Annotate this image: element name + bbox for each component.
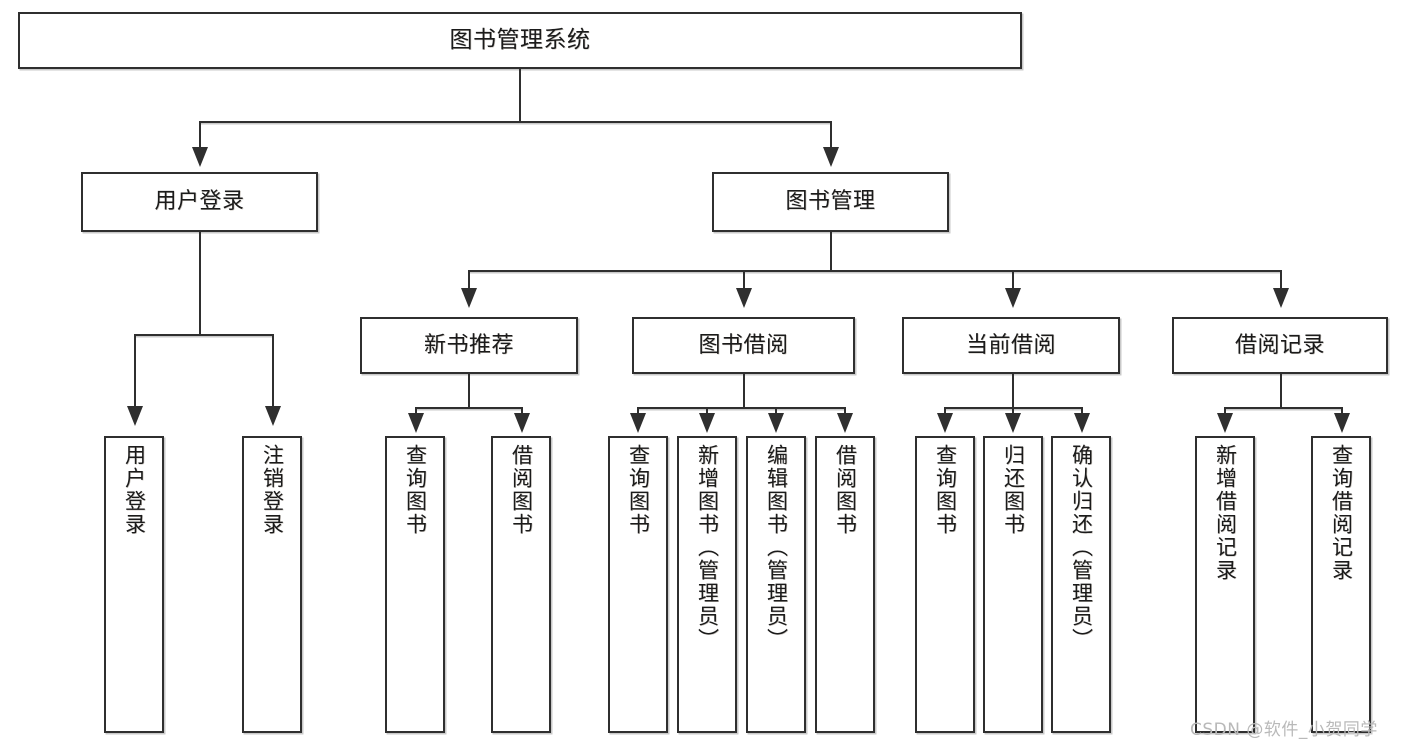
connector-bm-drop-2 <box>743 270 745 290</box>
arrowhead-cb-query-book <box>937 413 953 433</box>
leaf-bb-edit-book[interactable]: 编辑图书（管理员） <box>746 436 806 733</box>
leaf-bb-add-book[interactable]: 新增图书（管理员） <box>677 436 737 733</box>
connector-user-login-drop-2 <box>272 334 274 408</box>
node-label: 查询借阅记录 <box>1329 444 1354 582</box>
node-label: 图书借阅 <box>698 332 789 358</box>
connector-nbr-drop-2 <box>521 407 523 415</box>
arrowhead-bb-add-book <box>699 413 715 433</box>
arrowhead-bb-borrow-book <box>837 413 853 433</box>
node-book-borrow[interactable]: 图书借阅 <box>632 317 855 374</box>
arrowhead-current-borrow <box>1005 288 1021 308</box>
leaf-br-add-record[interactable]: 新增借阅记录 <box>1195 436 1255 733</box>
arrowhead-leaf-logout <box>265 406 281 426</box>
node-label: 当前借阅 <box>965 332 1056 358</box>
connector-cb-drop-1 <box>944 407 946 415</box>
node-label: 新增图书（管理员） <box>695 444 720 651</box>
connector-bb-drop-4 <box>844 407 846 415</box>
connector-book-manage-stem <box>830 232 832 270</box>
connector-cb-stem <box>1012 374 1014 407</box>
connector-bb-stem <box>743 374 745 407</box>
connector-user-login-drop-1 <box>134 334 136 408</box>
node-current-borrow[interactable]: 当前借阅 <box>902 317 1120 374</box>
connector-bb-drop-1 <box>637 407 639 415</box>
leaf-nbr-borrow-book[interactable]: 借阅图书 <box>491 436 551 733</box>
arrowhead-leaf-user-login <box>127 406 143 426</box>
connector-bm-drop-4 <box>1280 270 1282 290</box>
leaf-bb-query-book[interactable]: 查询图书 <box>608 436 668 733</box>
connector-bm-drop-3 <box>1012 270 1014 290</box>
connector-root-stem <box>519 69 521 121</box>
arrowhead-user-login <box>192 147 208 167</box>
arrowhead-book-borrow <box>736 288 752 308</box>
node-label: 归还图书 <box>1001 444 1026 536</box>
arrowhead-br-query-record <box>1334 413 1350 433</box>
arrowhead-borrow-record <box>1273 288 1289 308</box>
connector-br-drop-1 <box>1224 407 1226 415</box>
arrowhead-nbr-query-book <box>408 413 424 433</box>
arrowhead-cb-return-book <box>1005 413 1021 433</box>
connector-nbr-bar <box>415 407 521 409</box>
node-label: 借阅图书 <box>509 444 534 536</box>
leaf-logout[interactable]: 注销登录 <box>242 436 302 733</box>
connector-cb-drop-3 <box>1081 407 1083 415</box>
node-borrow-record[interactable]: 借阅记录 <box>1172 317 1388 374</box>
connector-bb-bar <box>637 407 844 409</box>
node-label: 查询图书 <box>933 444 958 536</box>
connector-bb-drop-2 <box>706 407 708 415</box>
node-user-login[interactable]: 用户登录 <box>81 172 318 232</box>
connector-bb-drop-3 <box>775 407 777 415</box>
connector-br-drop-2 <box>1341 407 1343 415</box>
arrowhead-br-add-record <box>1217 413 1233 433</box>
node-label: 编辑图书（管理员） <box>764 444 789 651</box>
arrowhead-nbr-borrow-book <box>514 413 530 433</box>
connector-cb-drop-2 <box>1012 407 1014 415</box>
node-label: 新增借阅记录 <box>1213 444 1238 582</box>
leaf-bb-borrow-book[interactable]: 借阅图书 <box>815 436 875 733</box>
leaf-cb-confirm-return[interactable]: 确认归还（管理员） <box>1051 436 1111 733</box>
node-label: 确认归还（管理员） <box>1069 444 1094 651</box>
arrowhead-bb-edit-book <box>768 413 784 433</box>
node-label: 用户登录 <box>154 189 245 215</box>
arrowhead-book-manage <box>823 147 839 167</box>
leaf-user-login[interactable]: 用户登录 <box>104 436 164 733</box>
node-label: 新书推荐 <box>423 332 514 358</box>
node-label: 查询图书 <box>403 444 428 536</box>
connector-nbr-stem <box>468 374 470 407</box>
leaf-br-query-record[interactable]: 查询借阅记录 <box>1311 436 1371 733</box>
connector-br-bar <box>1224 407 1341 409</box>
node-book-management[interactable]: 图书管理 <box>712 172 949 232</box>
node-label: 借阅记录 <box>1234 332 1325 358</box>
node-label: 查询图书 <box>626 444 651 536</box>
connector-root-drop-left <box>199 121 201 149</box>
leaf-cb-query-book[interactable]: 查询图书 <box>915 436 975 733</box>
connector-nbr-drop-1 <box>415 407 417 415</box>
leaf-nbr-query-book[interactable]: 查询图书 <box>385 436 445 733</box>
node-label: 借阅图书 <box>833 444 858 536</box>
connector-book-manage-bar <box>468 270 1280 272</box>
node-root-system[interactable]: 图书管理系统 <box>18 12 1022 69</box>
connector-user-login-stem <box>199 232 201 334</box>
node-label: 注销登录 <box>260 444 285 536</box>
node-label: 用户登录 <box>122 444 147 536</box>
node-new-book-recommend[interactable]: 新书推荐 <box>360 317 578 374</box>
node-label: 图书管理系统 <box>449 27 591 54</box>
arrowhead-bb-query-book <box>630 413 646 433</box>
connector-user-login-bar <box>134 334 272 336</box>
connector-br-stem <box>1280 374 1282 407</box>
connector-bm-drop-1 <box>468 270 470 290</box>
node-label: 图书管理 <box>785 189 876 215</box>
leaf-cb-return-book[interactable]: 归还图书 <box>983 436 1043 733</box>
arrowhead-cb-confirm-return <box>1074 413 1090 433</box>
arrowhead-new-book-recommend <box>461 288 477 308</box>
connector-root-bar <box>199 121 831 123</box>
connector-root-drop-right <box>830 121 832 149</box>
